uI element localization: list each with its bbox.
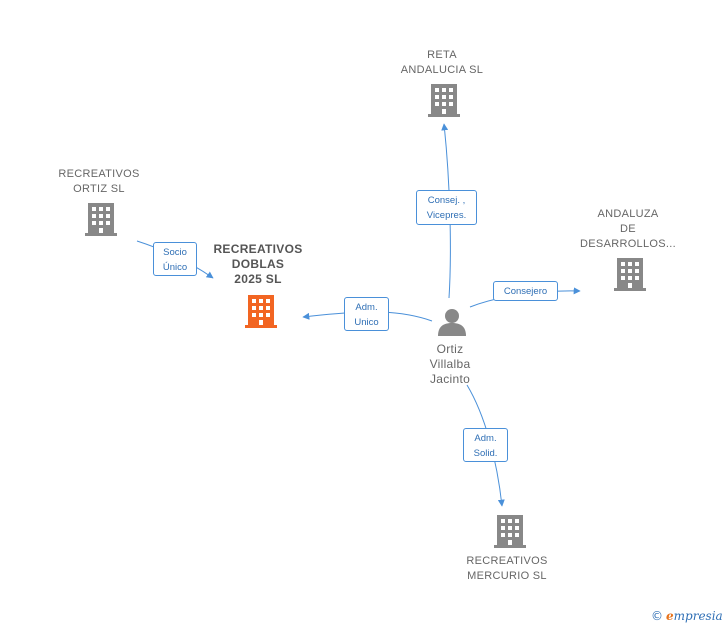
edge-label-consejero: Consejero xyxy=(493,281,558,301)
node-label-recreativos-mercurio[interactable]: RECREATIVOS MERCURIO SL xyxy=(466,555,548,582)
node-label-recreativos-ortiz[interactable]: RECREATIVOS ORTIZ SL xyxy=(58,168,140,195)
edge-label-adm-unico: Adm. Unico xyxy=(344,297,389,331)
building-icon[interactable] xyxy=(614,258,646,291)
building-icon[interactable] xyxy=(494,515,526,548)
person-icon[interactable] xyxy=(438,309,466,336)
edge-label-socio-unico: Socio Único xyxy=(153,242,197,276)
node-label-andaluza-desarrollos[interactable]: ANDALUZA DE DESARROLLOS... xyxy=(580,208,676,250)
brand-initial: e xyxy=(666,609,674,623)
building-icon[interactable] xyxy=(428,84,460,117)
empresia-brand: ©empresia xyxy=(651,609,723,623)
node-label-recreativos-doblas[interactable]: RECREATIVOS DOBLAS 2025 SL xyxy=(213,242,303,286)
node-label-ortiz-villalba-jacinto[interactable]: Ortiz Villalba Jacinto xyxy=(429,342,471,386)
edge-label-consej-vicepres: Consej. , Vicepres. xyxy=(416,190,477,225)
node-label-reta-andalucia[interactable]: RETA ANDALUCIA SL xyxy=(400,49,484,76)
brand-name: mpresia xyxy=(673,609,723,623)
building-icon[interactable] xyxy=(245,295,277,328)
building-icon[interactable] xyxy=(85,203,117,236)
edge-label-adm-solid: Adm. Solid. xyxy=(463,428,508,462)
copyright-icon: © xyxy=(651,609,663,623)
